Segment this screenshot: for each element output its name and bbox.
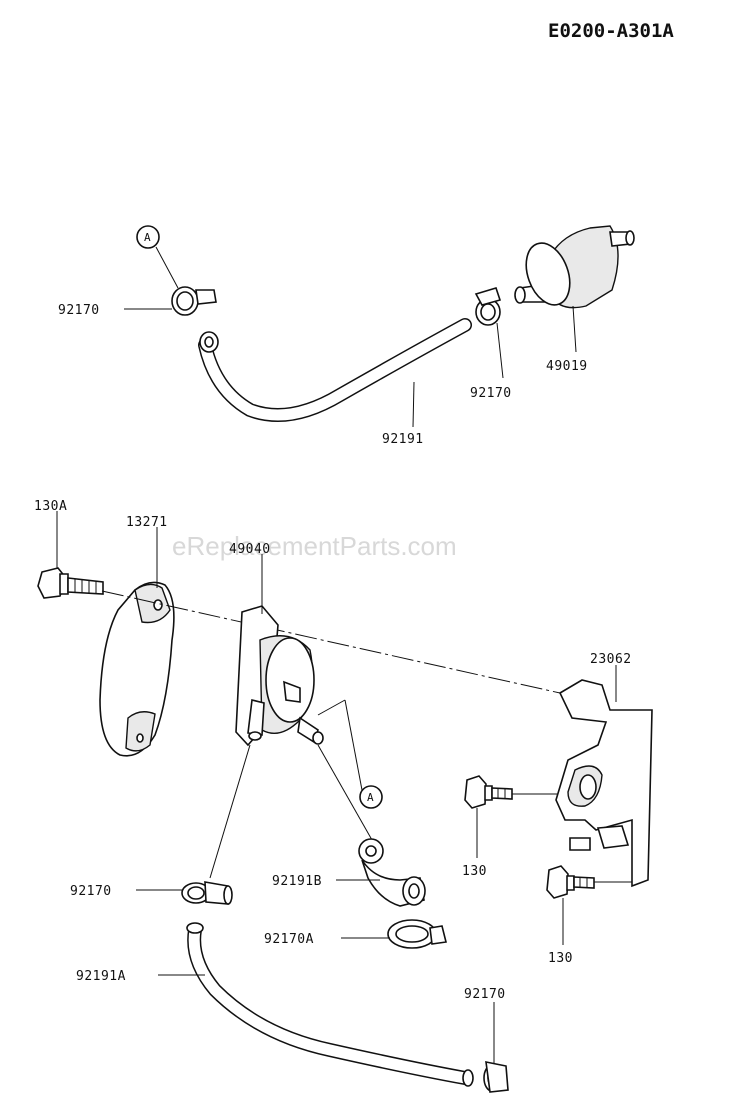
label-92170-filter: 92170 <box>470 386 512 401</box>
label-92170-bottom: 92170 <box>464 987 506 1002</box>
leader-filter <box>572 305 577 353</box>
clamp-92170-bottom[interactable] <box>483 1060 509 1093</box>
label-130a: 130A <box>34 499 67 514</box>
svg-text:A: A <box>367 791 374 804</box>
clamp-92170-pump[interactable] <box>181 881 233 905</box>
bolt-130a[interactable] <box>37 567 104 599</box>
label-92191b: 92191B <box>272 874 322 889</box>
label-92170a: 92170A <box>264 932 314 947</box>
clamp-92170a[interactable] <box>387 919 447 949</box>
svg-text:A: A <box>144 231 151 244</box>
clamp-92170-upper-left[interactable] <box>171 286 217 316</box>
hose-92191b[interactable] <box>358 838 426 907</box>
label-49040: 49040 <box>229 542 271 557</box>
label-92191: 92191 <box>382 432 424 447</box>
label-92170-pump: 92170 <box>70 884 112 899</box>
hose-92191a[interactable] <box>186 922 474 1087</box>
label-23062: 23062 <box>590 652 632 667</box>
label-130-lower: 130 <box>548 951 573 966</box>
leader-hose-top <box>412 381 415 428</box>
link-pump-to-clamp <box>209 744 251 879</box>
label-13271: 13271 <box>126 515 168 530</box>
alignment-line <box>101 590 561 694</box>
label-49019: 49019 <box>546 359 588 374</box>
label-92191a: 92191A <box>76 969 126 984</box>
bolt-130-lower[interactable] <box>546 865 595 899</box>
label-92170-top-left: 92170 <box>58 303 100 318</box>
callout-a-lower: A <box>317 699 383 809</box>
bracket-23062[interactable] <box>555 679 653 888</box>
clamp-92170-filter[interactable] <box>474 287 502 326</box>
fuel-filter-49019[interactable] <box>514 225 635 311</box>
label-130-upper: 130 <box>462 864 487 879</box>
leader-clamp-filter <box>496 322 504 379</box>
callout-a-upper: A <box>136 225 179 289</box>
link-pump-to-hose-b <box>317 744 373 841</box>
fuel-pump-49040[interactable] <box>235 605 324 747</box>
bolt-130-upper[interactable] <box>464 775 513 809</box>
bracket-13271[interactable] <box>99 581 175 757</box>
watermark: eReplacementParts.com <box>172 531 457 561</box>
diagram-code: E0200-A301A <box>548 20 674 42</box>
hose-92191[interactable] <box>198 318 472 422</box>
